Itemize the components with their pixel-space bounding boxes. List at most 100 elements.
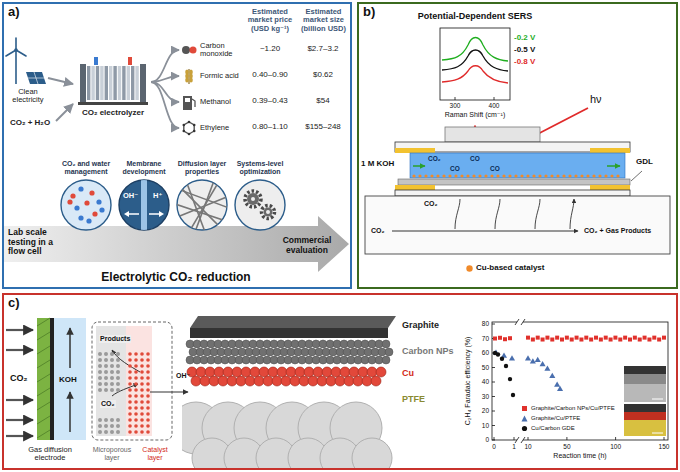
electrode-3d-illustration [340,367,350,377]
fe-chart-data [498,336,502,340]
layer-particles [110,358,114,362]
gas-label: CO₂ + Gas Products [584,227,651,235]
legend-swatch [521,405,528,412]
challenge-illustration [175,178,229,232]
axis-tick: 300 [445,102,465,109]
fe-chart-data [525,355,531,360]
layer-particles [98,388,102,392]
layer-particles [134,394,138,398]
product-icon [188,133,191,136]
fe-chart-data [584,336,588,340]
fe-chart-data [628,338,632,342]
layer-particles [134,364,138,368]
legend-swatch [521,425,528,432]
layer-particles [116,418,120,422]
gas-diffusion-electrode [6,329,33,331]
product-icon [183,130,186,133]
catalyst-dots [484,174,487,177]
electrode-3d-illustration [308,376,318,386]
light-label: hν [590,93,602,105]
electrode-3d-illustration [182,402,392,468]
flow-cell [395,190,630,196]
price-value: 0.39–0.43 [248,97,292,106]
challenge-heading: Membrane development [115,160,173,176]
fe-chart-data [566,437,567,440]
product-icon [183,124,186,127]
challenge-illustration [78,215,83,220]
layer-particles [140,418,144,422]
stage-label: Lab scale testing in a flow cell [8,228,56,257]
legend-swatch [522,416,528,422]
layer-particles [98,352,102,356]
layer-particles [98,418,102,422]
layer-particles [140,430,144,434]
layer-particles [134,358,138,362]
layer-particles [128,352,132,356]
challenge-heading: Systems-level optimization [231,160,289,176]
challenge-illustration [96,199,101,204]
catalyst-dots [592,174,595,177]
challenge-circle: Membrane developmentOH⁻H⁺ [115,160,173,232]
arrow-band-shape [4,216,349,272]
challenge-illustration [247,193,259,205]
electrode-3d-illustration [263,376,273,386]
challenge-illustration [67,199,72,204]
device-label: CO₂ electrolyzer [76,109,150,118]
layer-label: Cu [402,368,414,378]
electrode-3d-illustration [382,340,390,348]
electrode-3d-illustration [245,376,255,386]
catalyst-dots [562,174,565,177]
electrolyzer-drawing [135,66,138,100]
fe-chart-data [492,324,495,325]
catalyst-dots [568,174,571,177]
legend-swatch [466,265,473,272]
electrode-3d-illustration [362,376,372,386]
sem-inset [624,412,666,420]
sem-inset [624,366,666,402]
catalyst-dots [538,174,541,177]
sers-spectrum [442,38,508,62]
fe-chart-data [531,338,535,342]
product-name: Formic acid [200,72,244,80]
panel-letter: b) [363,5,375,20]
challenge-illustration [264,208,273,217]
electrolyzer-drawing [78,102,148,105]
layer-particles [146,394,150,398]
layer-particles [110,418,114,422]
electrode-3d-illustration [349,367,359,377]
layer-particles [116,352,120,356]
fe-chart-data [613,336,617,340]
electrolyzer-drawing [80,64,86,102]
fe-chart-data [550,338,554,342]
electrolyzer-drawing [131,66,134,100]
legend-item: Cu/Carbon GDE [521,425,575,432]
layer-particles [146,358,150,362]
catalyst-dots [424,174,427,177]
layer-particles [98,376,102,380]
clean-electricity-icon [28,72,44,84]
gas-diffusion-electrode [54,318,86,440]
layer-particles [134,424,138,428]
axis-tick: 40 [471,378,489,385]
fe-chart-frame [515,319,525,443]
gas-label: CO₂ [10,373,28,383]
catalyst-dots [496,174,499,177]
electrode-3d-illustration [259,367,269,377]
layer-particles [134,382,138,386]
layer-particles [104,364,108,368]
electrode-3d-illustration [317,376,327,386]
axis-tick: 70 [471,335,489,342]
fe-chart-data [530,358,536,363]
catalyst-dots [460,174,463,177]
layer-particles [98,382,102,386]
catalyst-dots [472,174,475,177]
layer-particles [110,352,114,356]
challenge-illustration [70,193,75,198]
challenge-illustration [89,190,94,195]
fe-chart-data [555,336,559,340]
fe-chart-data [503,337,507,341]
fe-chart-data [579,338,583,342]
challenge-illustration [149,213,160,214]
layer-label: Carbon NPs [402,346,454,356]
layer-particles [146,382,150,386]
